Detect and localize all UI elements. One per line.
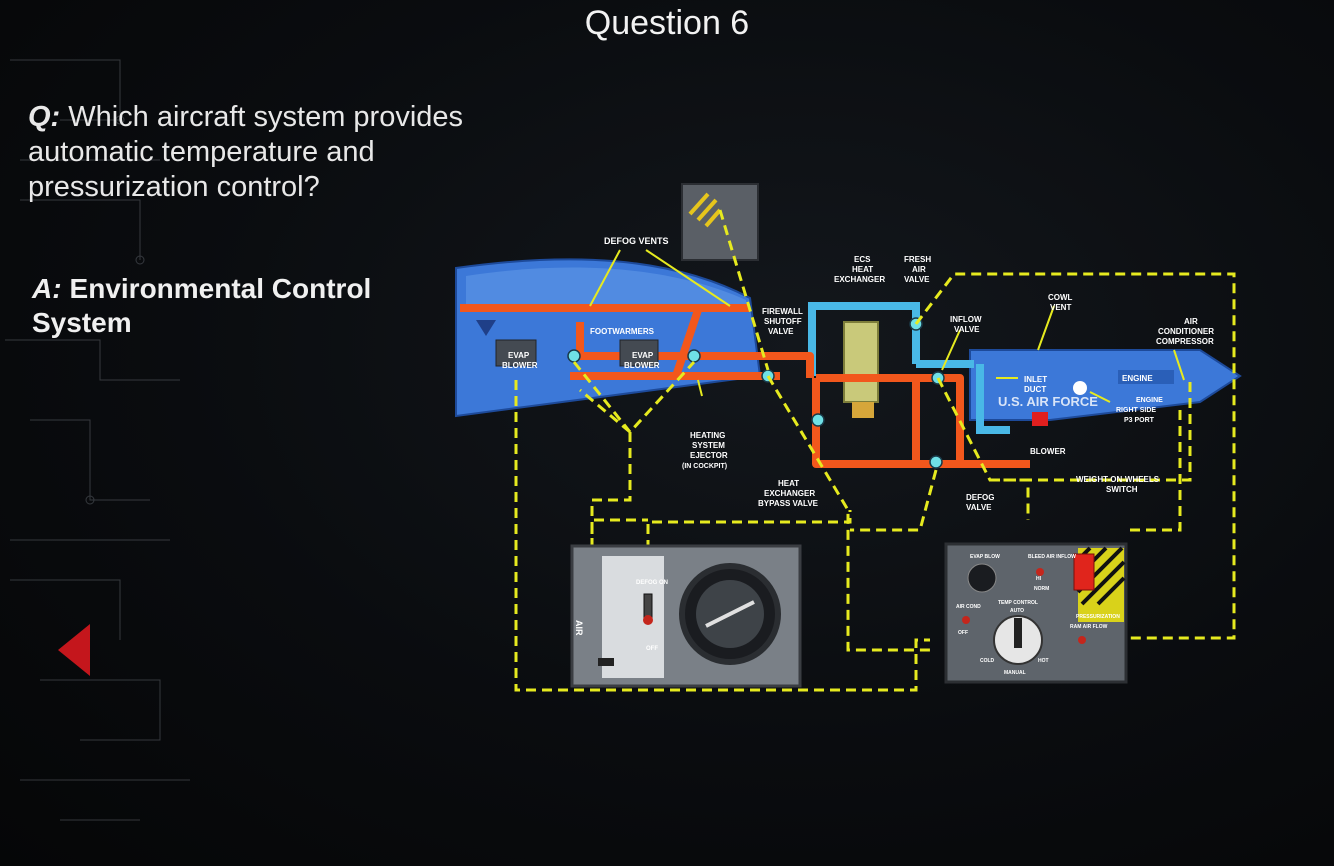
top-control-panel: [681, 183, 759, 261]
label-aircon-l3: COMPRESSOR: [1156, 337, 1214, 346]
question-block: Q:Which aircraft system provides automat…: [28, 100, 498, 205]
label-evap-blower-1-l2: BLOWER: [502, 361, 538, 370]
canopy: [466, 267, 746, 312]
engine-body: [969, 349, 1242, 421]
answer-block: A:Environmental Control System: [32, 272, 452, 340]
label-hxbypass-l3: BYPASS VALVE: [758, 499, 819, 508]
label-cowl-l1: COWL: [1048, 293, 1073, 302]
label-aircon-l2: CONDITIONER: [1158, 327, 1214, 336]
label-cowl-l2: VENT: [1050, 303, 1071, 312]
question-text: Which aircraft system provides automatic…: [28, 101, 464, 203]
label-engine-rs-l2: RIGHT SIDE: [1116, 407, 1156, 414]
left-panel-placard: [602, 556, 664, 678]
label-heating-l3: EJECTOR: [690, 451, 728, 460]
signal-lines: [514, 209, 1236, 692]
label-footwarmers: FOOTWARMERS: [590, 327, 655, 336]
left-panel-air-label: AIR: [574, 620, 584, 636]
label-defog-valve-l1: DEFOG: [966, 493, 994, 502]
triangle-left-icon: [58, 624, 90, 676]
slide-title: Question 6: [584, 4, 750, 42]
rp-evap-blow-label: EVAP BLOW: [970, 554, 1000, 560]
blower-unit: [1032, 412, 1048, 426]
evap-blow-knob[interactable]: [967, 563, 997, 593]
engine-p3-port: [1073, 381, 1087, 395]
ram-air-switch[interactable]: [1078, 636, 1086, 644]
label-heating-l4: (IN COCKPIT): [682, 463, 727, 470]
rp-bleed-air-label: BLEED AIR INFLOW: [1028, 554, 1076, 560]
evap-valve-2: [687, 349, 701, 363]
label-inflow-l2: VALVE: [954, 325, 980, 334]
label-engine-rs-l1: ENGINE: [1136, 397, 1163, 404]
air-lever[interactable]: [598, 658, 614, 666]
label-fresh-l1: FRESH: [904, 255, 931, 264]
rp-auto-label: AUTO: [1010, 608, 1024, 614]
engine-label-box: [1118, 370, 1174, 384]
question-lead: Q:: [28, 101, 61, 133]
label-wow-l1: WEIGHT-ON-WHEELS: [1076, 475, 1160, 484]
rp-air-cond-label: AIR COND: [956, 604, 981, 610]
label-firewall-l1: FIREWALL: [762, 307, 803, 316]
callout-arrows: [589, 249, 1185, 403]
defog-valve: [929, 455, 943, 469]
label-ecs-l3: EXCHANGER: [834, 275, 885, 284]
pressurization-switch[interactable]: [1073, 553, 1095, 591]
background-circuit-pattern: [5, 59, 190, 821]
ecs-diagram: U.S. AIR FORCE: [450, 180, 1250, 700]
air-cond-switch[interactable]: [962, 616, 970, 624]
evap-valve-1: [567, 349, 581, 363]
rp-hi-label: HI: [1036, 576, 1042, 582]
label-inlet-l2: DUCT: [1024, 385, 1046, 394]
evap-blower-1-icon: [495, 339, 537, 367]
rp-pressurization-label: PRESSURIZATION: [1076, 614, 1120, 620]
defog-toggle-cap: [643, 615, 653, 625]
label-evap-blower-2-l1: EVAP: [632, 351, 654, 360]
ecs-heat-exchanger: [843, 321, 879, 403]
label-defog-vents: DEFOG VENTS: [604, 236, 669, 246]
label-fresh-l2: AIR: [912, 265, 926, 274]
temp-control-pointer: [1014, 618, 1022, 648]
bleed-air-switch[interactable]: [1036, 568, 1044, 576]
left-panel-off-label: OFF: [646, 646, 658, 652]
label-evap-blower-1-l1: EVAP: [508, 351, 530, 360]
label-inlet-l1: INLET: [1024, 375, 1047, 384]
label-engine: ENGINE: [1122, 374, 1153, 383]
rp-ram-air-label: RAM AIR FLOW: [1070, 624, 1108, 630]
fuselage-marking: U.S. AIR FORCE: [998, 394, 1098, 409]
label-engine-rs-l3: P3 PORT: [1124, 417, 1155, 424]
left-panel-gauge-needle: [705, 600, 755, 628]
left-panel-defog-label: DEFOG ON: [636, 580, 668, 586]
label-wow-l2: SWITCH: [1106, 485, 1138, 494]
label-blower: BLOWER: [1030, 447, 1066, 456]
label-firewall-l2: SHUTOFF: [764, 317, 802, 326]
rp-cold-label: COLD: [980, 658, 995, 664]
label-aircon-l1: AIR: [1184, 317, 1198, 326]
label-ecs-l2: HEAT: [852, 265, 873, 274]
ecs-exchanger-base: [852, 402, 874, 418]
rp-hot-label: HOT: [1038, 658, 1049, 664]
previous-slide-button[interactable]: [56, 622, 92, 678]
label-hxbypass-l2: EXCHANGER: [764, 489, 815, 498]
label-defog-valve-l2: VALVE: [966, 503, 992, 512]
label-evap-blower-2-l2: BLOWER: [624, 361, 660, 370]
top-panel-hazard-icon: [688, 192, 722, 228]
rp-temp-control-label: TEMP CONTROL: [998, 600, 1038, 606]
label-heating-l1: HEATING: [690, 431, 725, 440]
label-ecs-l1: ECS: [854, 255, 871, 264]
label-firewall-l3: VALVE: [768, 327, 794, 336]
answer-lead: A:: [32, 273, 62, 304]
rp-manual-label: MANUAL: [1004, 670, 1026, 676]
label-fresh-l3: VALVE: [904, 275, 930, 284]
heat-exchanger-bypass-valve: [811, 413, 825, 427]
rp-norm-label: NORM: [1034, 586, 1049, 592]
label-heating-l2: SYSTEM: [692, 441, 725, 450]
label-hxbypass-l1: HEAT: [778, 479, 799, 488]
evap-blower-2-icon: [619, 339, 659, 367]
rp-off-label: OFF: [958, 630, 968, 636]
nose-marker-icon: [476, 320, 496, 336]
answer-text: Environmental Control System: [32, 273, 372, 338]
label-inflow-l1: INFLOW: [950, 315, 982, 324]
